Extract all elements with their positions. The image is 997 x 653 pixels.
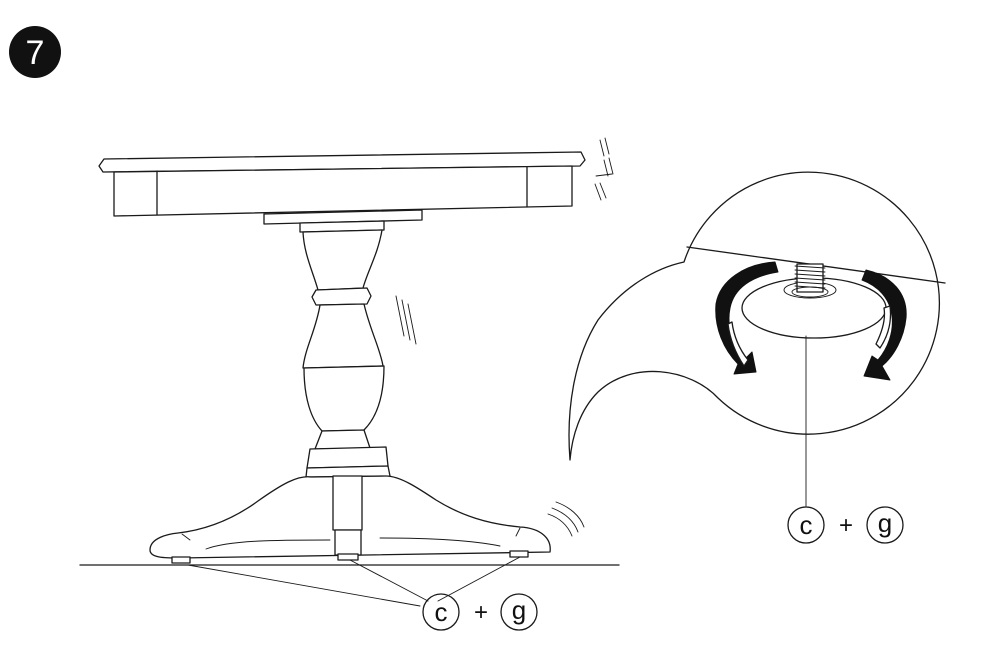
callout-zoom-label-g: g <box>878 508 892 538</box>
zoom-detail <box>568 171 946 507</box>
table-illustration <box>79 137 620 607</box>
callout-main-label-g: g <box>512 595 526 625</box>
step-badge-circle <box>9 26 61 78</box>
callout-zoom-plus: + <box>839 512 853 539</box>
callout-main-circle-g <box>500 593 538 631</box>
glide-foot-right <box>509 550 529 558</box>
base-center-block <box>332 475 363 531</box>
callout-main-label-c: c <box>435 597 448 627</box>
wobble-marks <box>395 137 614 537</box>
step-number: 7 <box>26 34 45 72</box>
callout-main-plus: + <box>474 599 488 626</box>
leader-lines-main <box>187 556 521 607</box>
rotate-arrow-left-icon <box>715 261 779 375</box>
step-badge: 7 <box>9 26 61 78</box>
threaded-bolt <box>791 263 829 298</box>
rotate-arrow-right-icon <box>861 269 907 381</box>
callout-zoom-circle-g <box>866 506 904 544</box>
glide-foot-center <box>337 553 359 561</box>
callout-zoom: c + g <box>787 506 904 544</box>
callout-main-circle-c <box>422 593 460 631</box>
callout-main: c + g <box>422 593 538 631</box>
callout-zoom-circle-c <box>787 506 825 544</box>
table-apron <box>113 165 573 217</box>
pedestal-column <box>302 229 391 478</box>
callout-zoom-label-c: c <box>800 510 813 540</box>
glide-foot-left <box>171 556 191 564</box>
